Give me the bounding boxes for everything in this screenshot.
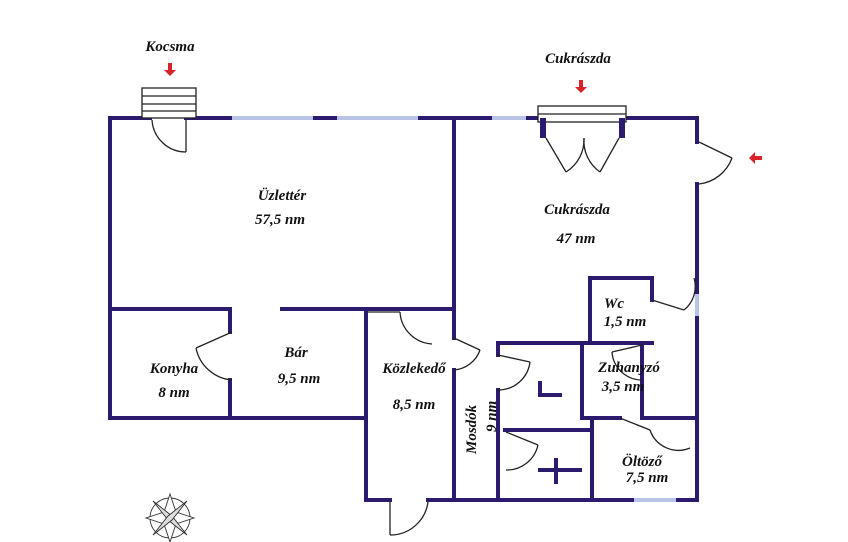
room-area-cukraszda: 47 nm — [556, 231, 596, 247]
room-area-bar: 9,5 nm — [277, 371, 321, 387]
side-entrance-arrow-icon — [749, 152, 762, 164]
windows — [232, 116, 699, 502]
room-name-cukraszda: Cukrászda — [544, 202, 610, 218]
room-name-wc: Wc — [604, 296, 624, 312]
kocsma-entrance-arrow-icon — [164, 63, 176, 76]
compass-rose — [144, 492, 196, 542]
walls — [108, 116, 699, 502]
entrance-label-cukraszda: Cukrászda — [545, 51, 611, 67]
room-name-zuhanyzo: Zuhanyzó — [598, 360, 660, 376]
room-area-konyha: 8 nm — [158, 385, 190, 401]
room-area-zuhanyzo: 3,5 nm — [601, 379, 645, 395]
room-name-kozlekedo: Közlekedő — [382, 361, 446, 377]
room-name-bar: Bár — [284, 345, 308, 361]
cukraszda-entrance-arrow-icon — [575, 80, 587, 93]
room-area-kozlekedo: 8,5 nm — [392, 397, 436, 413]
entrance-label-kocsma: Kocsma — [145, 39, 195, 55]
room-name-mosdok: Mosdók — [464, 404, 480, 454]
room-name-uzletter: Üzlettér — [257, 188, 307, 204]
room-name-oltozo: Öltöző — [621, 454, 663, 470]
room-area-mosdok: 9 nm — [484, 400, 500, 432]
room-area-uzletter: 57,5 nm — [254, 212, 306, 228]
room-area-wc: 1,5 nm — [603, 314, 647, 330]
room-name-konyha: Konyha — [149, 361, 199, 377]
room-area-oltozo: 7,5 nm — [625, 470, 669, 486]
entrance-steps — [141, 87, 627, 138]
doors — [151, 119, 733, 536]
